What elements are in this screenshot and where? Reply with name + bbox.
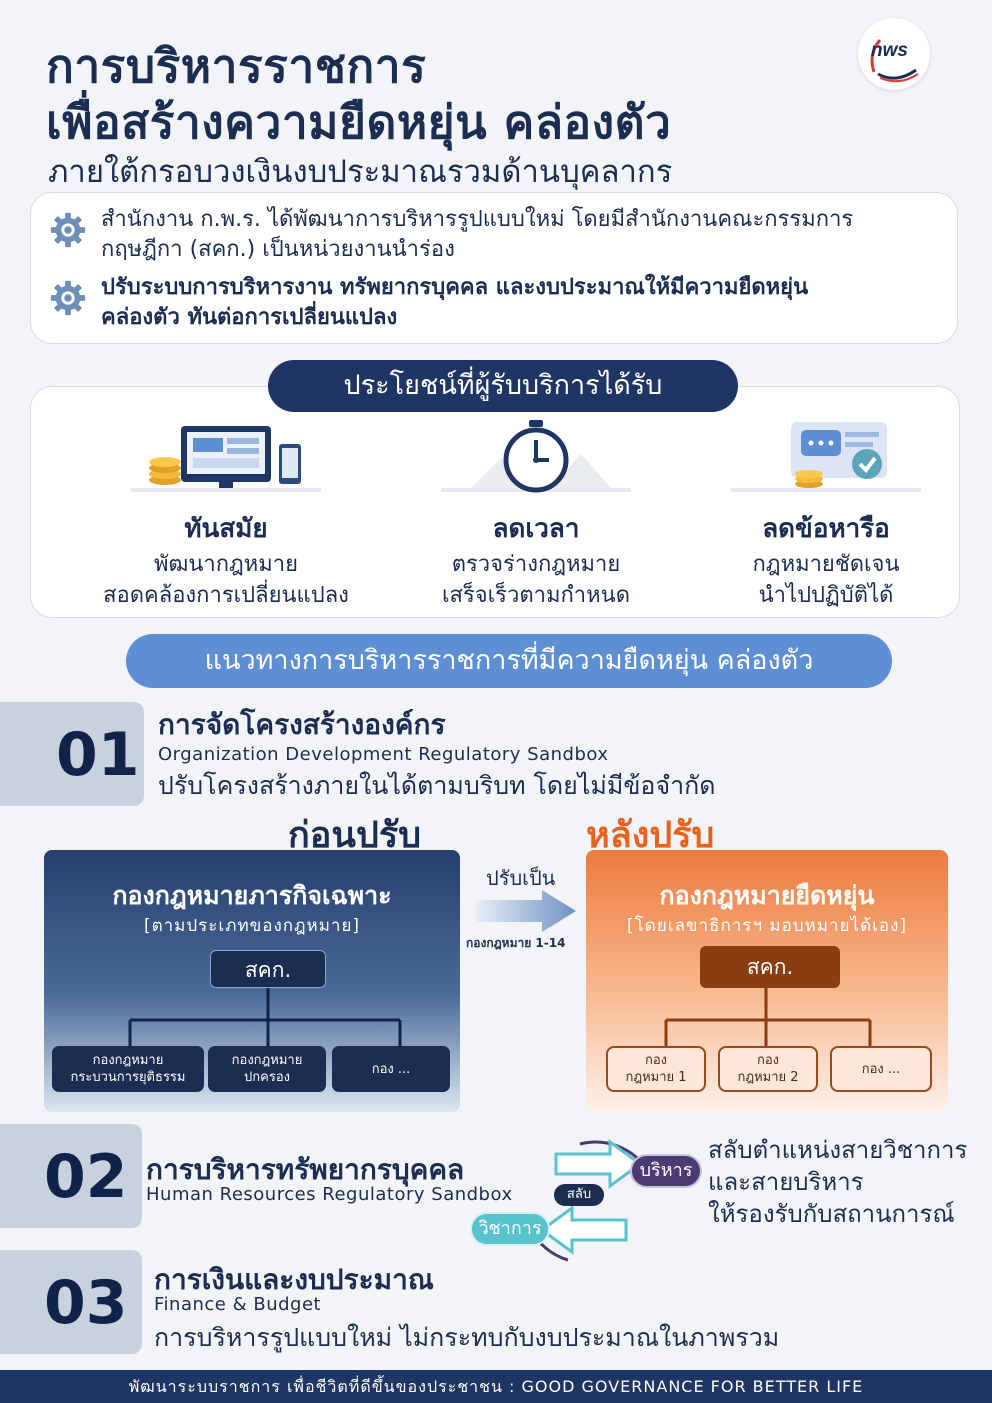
- after-child-other-line1: กอง ...: [861, 1061, 901, 1077]
- section3-subtitle-en: Finance & Budget: [154, 1294, 322, 1315]
- transition-label: ปรับเป็น: [486, 866, 556, 890]
- after-child-law1-line1: กอง: [644, 1053, 668, 1068]
- logo-text: nws: [871, 40, 908, 61]
- benefit-modern-line1: พัฒนากฎหมาย: [153, 552, 299, 577]
- benefit-consult-title: ลดข้อหารือ: [762, 514, 890, 544]
- tag-admin: บริหาร: [630, 1154, 702, 1188]
- stopwatch-icon: [431, 418, 641, 496]
- after-child-other: กอง ...: [830, 1046, 932, 1092]
- section1-number-block: 01: [0, 702, 144, 806]
- before-child-admin-line2: ปกครอง: [244, 1070, 290, 1085]
- section1-number: 01: [56, 720, 140, 790]
- benefit-time-line2: เสร็จเร็วตามกำหนด: [442, 583, 630, 608]
- section3-description: การบริหารรูปแบบใหม่ ไม่กระทบกับงบประมาณใ…: [154, 1323, 780, 1352]
- after-child-law1-line2: กฎหมาย 1: [625, 1070, 687, 1085]
- benefit-time-title: ลดเวลา: [492, 514, 580, 544]
- page-title-line1: การบริหารราชการ: [46, 39, 427, 93]
- section1-description: ปรับโครงสร้างภายในได้ตามบริบท โดยไม่มีข้…: [158, 771, 716, 800]
- arrow-right-icon: [476, 890, 576, 932]
- computer-coins-icon: [121, 418, 331, 496]
- before-child-other: กอง ...: [332, 1046, 450, 1092]
- page-title-line2: เพื่อสร้างความยืดหยุ่น คล่องตัว: [46, 95, 672, 149]
- before-panel-title: กองกฎหมายภารกิจเฉพาะ: [112, 881, 392, 910]
- before-child-justice: กองกฎหมายกระบวนการยุติธรรม: [52, 1046, 204, 1092]
- section2-number-block: 02: [0, 1124, 142, 1228]
- intro-item-1-line1: สำนักงาน ก.พ.ร. ได้พัฒนาการบริหารรูปแบบใ…: [101, 207, 854, 232]
- benefit-time: ลดเวลา ตรวจร่างกฎหมาย เสร็จเร็วตามกำหนด: [386, 418, 686, 611]
- section3-title: การเงินและงบประมาณ: [154, 1263, 434, 1296]
- section2-number: 02: [44, 1142, 128, 1212]
- section3-number: 03: [44, 1268, 128, 1338]
- section3-number-block: 03: [0, 1250, 142, 1354]
- gear-icon: [50, 212, 86, 248]
- intro-item-1-line2: กฤษฎีกา (สคก.) เป็นหน่วยงานนำร่อง: [101, 237, 455, 262]
- before-child-admin-line1: กองกฎหมาย: [231, 1053, 303, 1068]
- section2-desc-line3: ให้รองรับกับสถานการณ์: [708, 1200, 955, 1228]
- before-org-lines: [128, 988, 402, 1046]
- gear-icon: [50, 280, 86, 316]
- section2-subtitle-en: Human Resources Regulatory Sandbox: [146, 1184, 513, 1205]
- benefit-modern-line2: สอดคล้องการเปลี่ยนแปลง: [103, 583, 349, 608]
- before-panel-subtitle: [ตามประเภทของกฎหมาย]: [143, 916, 361, 936]
- after-child-law2-line2: กฎหมาย 2: [737, 1070, 799, 1085]
- footer-tagline: พัฒนาระบบราชการ เพื่อชีวิตที่ดีขึ้นของปร…: [0, 1370, 992, 1403]
- benefit-consult: ลดข้อหารือ กฎหมายชัดเจน นำไปปฏิบัติได้: [676, 418, 976, 611]
- after-panel-title: กองกฎหมายยืดหยุ่น: [659, 881, 875, 910]
- benefit-time-line1: ตรวจร่างกฎหมาย: [451, 552, 621, 577]
- after-structure-panel: กองกฎหมายยืดหยุ่น [โดยเลขาธิการฯ มอบหมาย…: [586, 850, 948, 1112]
- intro-item-2-line2: คล่องตัว ทันต่อการเปลี่ยนแปลง: [101, 305, 398, 330]
- chat-check-icon: [721, 418, 931, 496]
- logo-swoosh-icon: [870, 39, 919, 83]
- tag-academic: วิชาการ: [470, 1212, 550, 1246]
- guidelines-heading: แนวทางการบริหารราชการที่มีความยืดหยุ่น ค…: [126, 634, 892, 688]
- intro-item-2-line1: ปรับระบบการบริหารงาน ทรัพยากรบุคคล และงบ…: [101, 275, 809, 300]
- after-child-law2: กองกฎหมาย 2: [718, 1046, 818, 1092]
- opdc-logo: nws: [858, 18, 930, 90]
- tag-swap: สลับ: [554, 1184, 604, 1206]
- section2-description: สลับตำแหน่งสายวิชาการ และสายบริหาร ให้รอ…: [708, 1134, 967, 1230]
- before-child-justice-line2: กระบวนการยุติธรรม: [70, 1070, 186, 1085]
- section2-title: การบริหารทรัพยากรบุคคล: [146, 1153, 465, 1186]
- after-child-law2-line1: กอง: [756, 1053, 780, 1068]
- after-panel-subtitle: [โดยเลขาธิการฯ มอบหมายได้เอง]: [626, 916, 908, 936]
- before-top-unit: สคก.: [210, 950, 326, 988]
- benefits-heading: ประโยชน์ที่ผู้รับบริการได้รับ: [268, 360, 738, 412]
- before-structure-panel: กองกฎหมายภารกิจเฉพาะ [ตามประเภทของกฎหมาย…: [44, 850, 460, 1112]
- benefit-modern-title: ทันสมัย: [184, 514, 268, 544]
- after-org-lines: [664, 988, 872, 1046]
- benefit-modern: ทันสมัย พัฒนากฎหมาย สอดคล้องการเปลี่ยนแป…: [76, 418, 376, 611]
- before-child-other-line1: กอง ...: [371, 1061, 411, 1077]
- intro-item-2-text: ปรับระบบการบริหารงาน ทรัพยากรบุคคล และงบ…: [101, 273, 808, 333]
- page-subtitle: ภายใต้กรอบวงเงินงบประมาณรวมด้านบุคลากร: [48, 154, 673, 190]
- transition-sublabel: กองกฎหมาย 1-14: [466, 936, 566, 950]
- after-child-law1: กองกฎหมาย 1: [606, 1046, 706, 1092]
- section1-subtitle-en: Organization Development Regulatory Sand…: [158, 744, 609, 765]
- section1-title: การจัดโครงสร้างองค์กร: [158, 708, 446, 741]
- intro-box: สำนักงาน ก.พ.ร. ได้พัฒนาการบริหารรูปแบบใ…: [30, 192, 958, 344]
- benefit-consult-line1: กฎหมายชัดเจน: [752, 552, 900, 577]
- after-top-unit: สคก.: [700, 946, 840, 988]
- intro-item-1-text: สำนักงาน ก.พ.ร. ได้พัฒนาการบริหารรูปแบบใ…: [101, 205, 853, 265]
- benefit-consult-line2: นำไปปฏิบัติได้: [758, 583, 894, 608]
- after-label: หลังปรับ: [586, 815, 715, 856]
- section2-desc-line1: สลับตำแหน่งสายวิชาการ: [708, 1136, 968, 1164]
- before-child-justice-line1: กองกฎหมาย: [92, 1053, 164, 1068]
- before-child-admin: กองกฎหมายปกครอง: [208, 1046, 326, 1092]
- before-label: ก่อนปรับ: [288, 815, 422, 856]
- section2-desc-line2: และสายบริหาร: [708, 1168, 864, 1196]
